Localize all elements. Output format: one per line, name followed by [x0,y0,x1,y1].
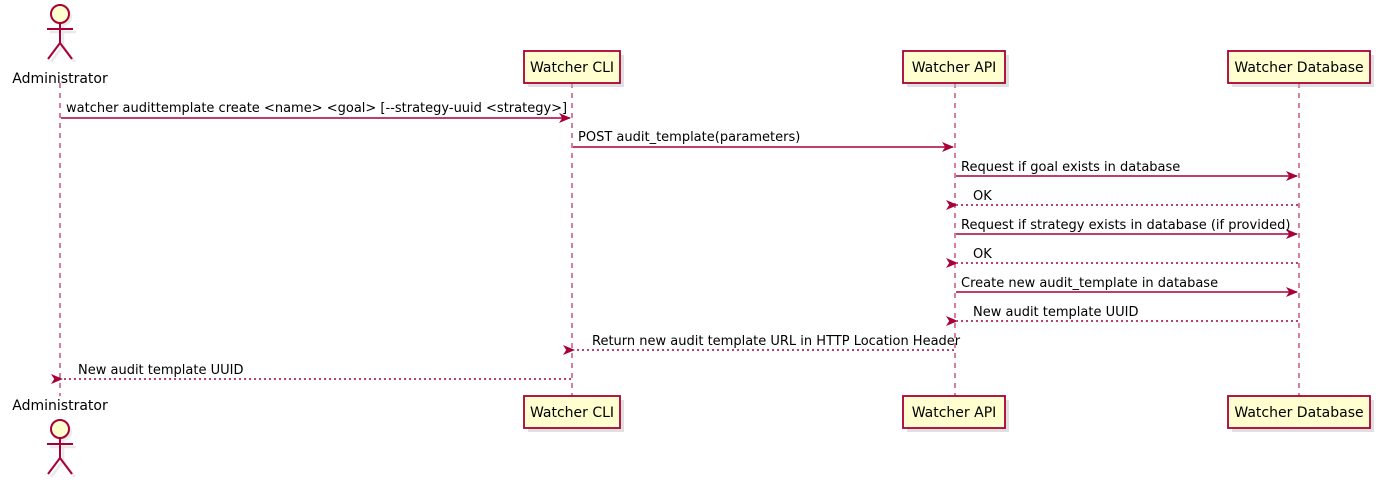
participant-box[interactable] [523,50,621,84]
message-4[interactable]: OK [946,189,1298,210]
participant-box[interactable] [902,395,1006,429]
message-label: New audit template UUID [973,305,1138,320]
participant-label-watcher-cli: Watcher CLI [530,405,614,421]
participant-watcher-api-header[interactable]: Watcher API [902,50,1009,87]
message-7[interactable]: Create new audit_template in database [956,276,1298,297]
message-3[interactable]: Request if goal exists in database [956,160,1298,181]
message-9[interactable]: Return new audit template URL in HTTP Lo… [563,334,961,355]
message-1[interactable]: watcher audittemplate create <name> <goa… [61,101,571,123]
messages-group: watcher audittemplate create <name> <goa… [51,101,1298,384]
message-label: OK [973,247,992,262]
participant-watcher-cli-footer[interactable]: Watcher CLI [523,395,624,432]
message-10[interactable]: New audit template UUID [51,363,571,384]
participant-box[interactable] [1227,50,1371,84]
participant-label-watcher-api: Watcher API [912,60,997,76]
actor-administrator[interactable]: Administrator [12,398,108,478]
actor-label-administrator: Administrator [12,398,108,414]
participant-watcher-database-header[interactable]: Watcher Database [1227,50,1374,87]
participant-label-watcher-api: Watcher API [912,405,997,421]
message-label: POST audit_template(parameters) [578,130,800,145]
participant-label-watcher-database: Watcher Database [1234,60,1363,76]
actor-label-administrator: Administrator [12,71,108,87]
message-label: Create new audit_template in database [961,276,1218,291]
message-6[interactable]: OK [946,247,1298,268]
message-2[interactable]: POST audit_template(parameters) [573,130,954,152]
message-label: OK [973,189,992,204]
header-shapes-group: Administrator Watcher CLI Watcher API Watch… [12,4,1374,87]
participant-box[interactable] [523,395,621,429]
participant-box[interactable] [902,50,1006,84]
participant-watcher-api-footer[interactable]: Watcher API [902,395,1009,432]
message-label: New audit template UUID [78,363,243,378]
participant-watcher-database-footer[interactable]: Watcher Database [1227,395,1374,432]
participant-box[interactable] [1227,395,1371,429]
participant-label-watcher-database: Watcher Database [1234,405,1363,421]
message-label: Request if goal exists in database [961,160,1180,175]
message-label: watcher audittemplate create <name> <goa… [66,101,567,116]
message-label: Request if strategy exists in database (… [961,218,1290,233]
message-5[interactable]: Request if strategy exists in database (… [956,218,1298,239]
message-label: Return new audit template URL in HTTP Lo… [592,334,961,349]
participant-label-watcher-cli: Watcher CLI [530,60,614,76]
message-8[interactable]: New audit template UUID [946,305,1298,326]
actor-administrator[interactable]: Administrator [12,4,108,87]
participant-watcher-cli-header[interactable]: Watcher CLI [523,50,624,87]
lifelines-group [59,83,1300,396]
footer-shapes-group: Administrator Watcher CLI Watcher API Watch… [12,395,1374,478]
